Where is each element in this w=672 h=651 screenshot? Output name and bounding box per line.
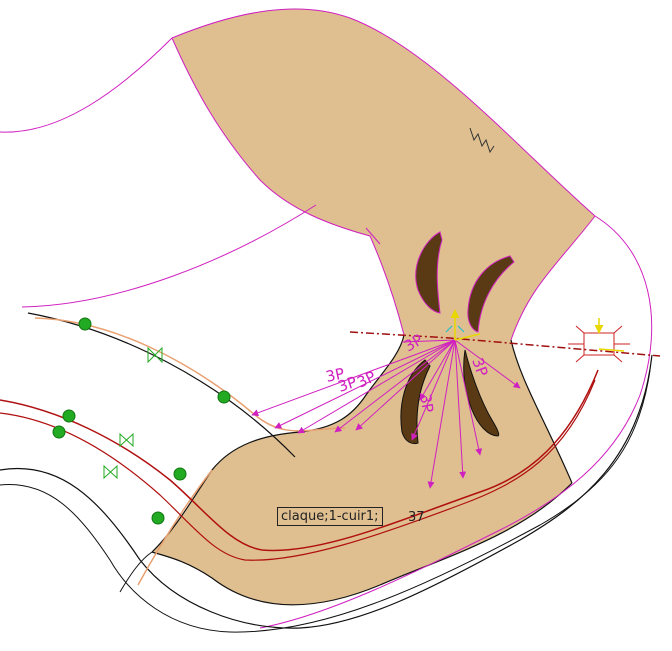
- target-symbol-icon[interactable]: [568, 318, 630, 363]
- piece-outline-heel: [151, 482, 573, 606]
- green-marker: [52, 425, 66, 439]
- ray-label-6: 3P: [416, 393, 437, 414]
- ray-group: [251, 339, 521, 489]
- bowtie-markers: [103, 346, 163, 480]
- green-marker: [151, 511, 165, 525]
- orange-curve: [34, 317, 346, 432]
- green-marker: [78, 317, 92, 331]
- green-marker: [62, 409, 76, 423]
- orange-curve-lower: [137, 469, 213, 586]
- edge-tick-magenta: [365, 227, 381, 245]
- ray-label-5: 3P: [468, 355, 491, 379]
- top-outline-magenta: [171, 8, 596, 217]
- bowtie-marker-icon: [119, 432, 134, 448]
- dark-red-curve-2: [0, 379, 596, 561]
- construction-curve-upper: [0, 37, 173, 133]
- bowtie-marker-icon: [103, 464, 118, 480]
- center-axis-line: [349, 331, 661, 357]
- piece-number: 37: [408, 510, 425, 525]
- punch-slot-1[interactable]: [415, 231, 443, 314]
- construction-line-black-4: [119, 551, 153, 593]
- construction-curve-black-3: [0, 369, 651, 633]
- dark-red-curve-1: [0, 369, 599, 552]
- punch-slot-2[interactable]: [467, 255, 515, 333]
- piece-outline-right: [510, 339, 573, 484]
- green-marker: [217, 390, 231, 404]
- bowtie-marker-icon: [147, 346, 163, 364]
- construction-curve-black-1: [27, 312, 296, 458]
- ray-label-1: 3P: [324, 364, 346, 385]
- construction-curve-right: [259, 215, 653, 629]
- construction-curve-middle: [21, 204, 317, 308]
- zigzag-notch-icon: [469, 127, 495, 154]
- green-marker: [173, 467, 187, 481]
- piece-outline-bottom: [151, 334, 405, 553]
- green-markers: [52, 317, 231, 525]
- piece-label[interactable]: claque;1-cuir1;: [277, 507, 383, 526]
- right-edge-magenta: [510, 215, 596, 341]
- ray-label-2: 3P: [336, 373, 359, 396]
- claque-piece[interactable]: [152, 8, 595, 605]
- hub-marker[interactable]: [445, 309, 481, 341]
- left-edge-magenta: [171, 37, 405, 336]
